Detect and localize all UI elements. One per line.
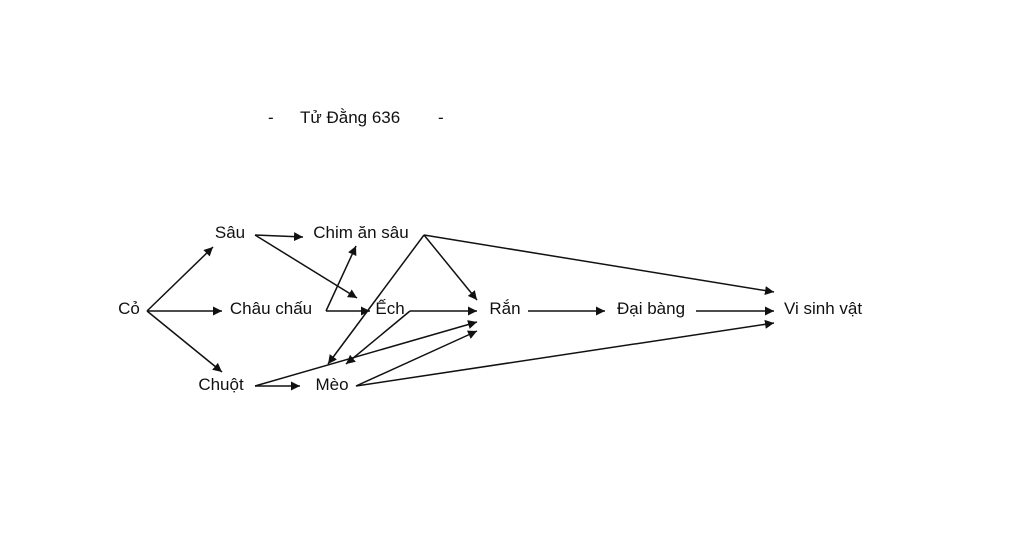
node-ran: Rắn [489,299,521,318]
edge-sau-to-ech [254,234,358,299]
edge-chuot-to-ran [254,320,478,387]
edge-meo-to-vi-sinh-vat [355,319,775,387]
node-co: Cỏ [118,299,140,318]
node-chim-an-sau: Chim ăn sâu [313,223,409,242]
title-dash-left: - [268,108,274,127]
edges-layer [146,232,775,391]
edge-chim-an-sau-to-vi-sinh-vat [423,234,775,295]
edge-sau-to-chim-an-sau [254,232,304,242]
node-sau: Sâu [214,223,246,242]
edge-co-to-chuot [146,310,223,373]
edge-meo-to-ran [355,330,478,387]
edge-ech-to-meo [345,310,411,365]
node-dai-bang: Đại bàng [616,299,686,318]
node-ech: Ếch [375,299,405,318]
page-title: - Tử Đằng 636 - [260,108,460,132]
node-chuot: Chuột [198,375,244,394]
edge-chim-an-sau-to-meo [327,234,425,365]
node-chau-chau: Châu chấu [229,299,313,318]
title-dash-right: - [438,108,444,127]
node-meo: Mèo [315,375,349,394]
edge-chim-an-sau-to-ran [423,234,478,301]
node-vi-sinh-vat: Vi sinh vật [783,299,863,318]
title-text: Tử Đằng 636 [300,108,401,127]
edge-chau-chau-to-chim-an-sau [325,245,357,312]
edge-co-to-sau [146,246,214,312]
